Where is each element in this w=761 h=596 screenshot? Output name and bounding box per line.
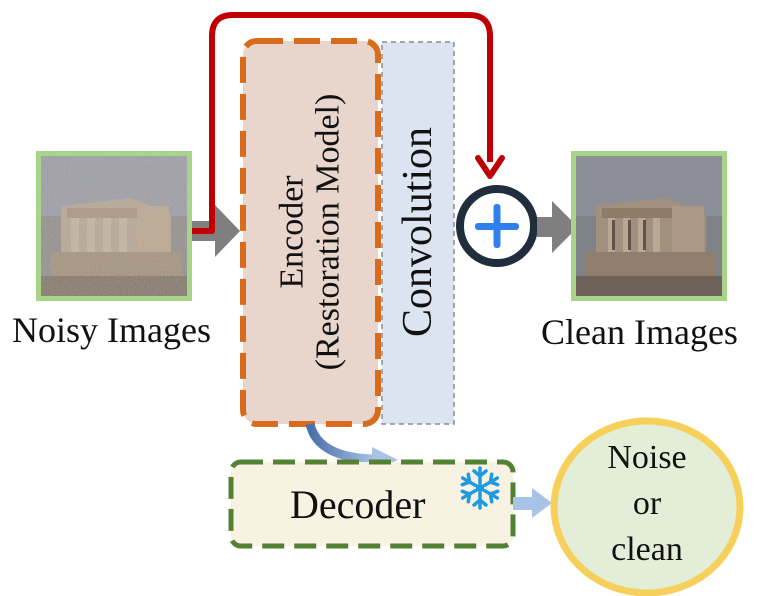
plus-icon	[456, 185, 538, 267]
encoder-subtitle: (Restoration Model)	[309, 93, 346, 371]
output-label: Clean Images	[541, 312, 738, 352]
verdict-line-or: or	[632, 485, 662, 522]
noisy-image	[36, 151, 192, 301]
verdict-ellipse	[550, 417, 744, 596]
verdict-line-noise: Noise	[607, 439, 687, 476]
verdict-line-clean: clean	[611, 531, 683, 568]
output-flow-arrow	[537, 201, 578, 253]
input-label: Noisy Images	[12, 310, 211, 350]
convolution-box	[381, 41, 455, 425]
decoder-label: Decoder	[290, 482, 426, 527]
verdict-label: Noise or clean	[577, 435, 717, 573]
clean-image	[571, 151, 727, 301]
convolution-label: Convolution	[394, 126, 441, 338]
skip-connection-arrow	[192, 12, 505, 234]
encoder-title: Encoder	[273, 175, 311, 289]
decoder-to-verdict-arrow	[513, 488, 552, 518]
encoder-label: Encoder (Restoration Model)	[273, 93, 346, 371]
snowflake-icon	[457, 466, 503, 510]
